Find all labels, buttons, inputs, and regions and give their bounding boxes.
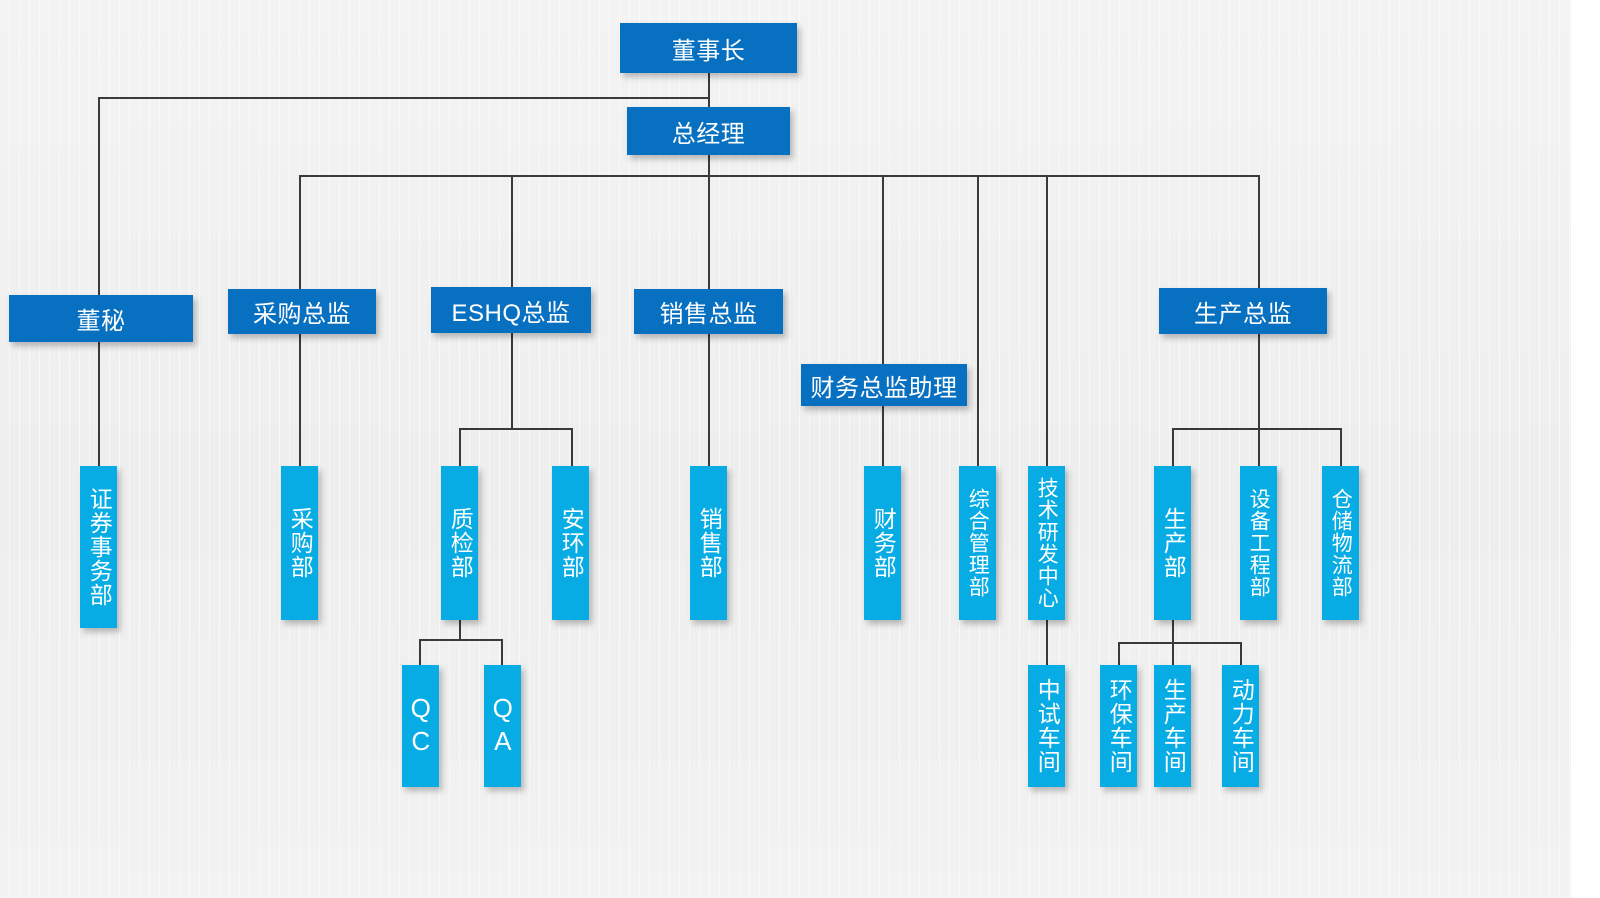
connector-qi-bus	[419, 639, 503, 641]
connector-drop-general-management	[977, 175, 979, 467]
node-quality-inspection-dept[interactable]: 质检部	[441, 466, 478, 620]
node-environmental-workshop[interactable]: 环保车间	[1100, 665, 1137, 787]
node-board-secretary[interactable]: 董秘	[9, 295, 193, 342]
connector-prod-to-power-workshop	[1240, 642, 1242, 666]
connector-drop-sales-director	[708, 175, 710, 289]
connector-secretary-drop	[98, 97, 100, 296]
connector-prod-dept-stem	[1172, 620, 1174, 643]
connector-drop-finance-assistant	[882, 175, 884, 365]
node-production-workshop[interactable]: 生产车间	[1154, 665, 1191, 787]
node-production-dept[interactable]: 生产部	[1154, 466, 1191, 620]
connector-prod-dept-bus	[1118, 642, 1240, 644]
node-pilot-workshop[interactable]: 中试车间	[1028, 665, 1065, 787]
connector-production-to-warehouse	[1340, 428, 1342, 467]
node-production-director[interactable]: 生产总监	[1159, 288, 1327, 334]
node-purchasing-director[interactable]: 采购总监	[228, 289, 376, 334]
node-qc[interactable]: QC	[402, 665, 439, 787]
connector-gm-bus	[299, 175, 1259, 177]
node-power-workshop[interactable]: 动力车间	[1222, 665, 1259, 787]
connector-gm-trunk	[708, 155, 710, 177]
connector-production-to-prod-dept	[1172, 428, 1174, 467]
connector-drop-rd-center	[1046, 175, 1048, 467]
connector-drop-production-director	[1258, 175, 1260, 289]
connector-rd-to-pilot	[1046, 620, 1048, 666]
node-general-management-dept[interactable]: 综合管理部	[959, 466, 996, 620]
connector-production-stem	[1258, 333, 1260, 429]
node-finance-dept[interactable]: 财务部	[864, 466, 901, 620]
connector-chairman-to-secretary-bar	[98, 97, 710, 99]
node-chairman[interactable]: 董事长	[620, 23, 797, 73]
node-sales-director[interactable]: 销售总监	[634, 289, 783, 334]
node-equipment-engineering-dept[interactable]: 设备工程部	[1240, 466, 1277, 620]
connector-chairman-trunk	[708, 72, 710, 112]
node-finance-director-assistant[interactable]: 财务总监助理	[801, 364, 967, 406]
connector-eshq-to-qi	[459, 428, 461, 467]
connector-drop-eshq-director	[511, 175, 513, 289]
node-securities-affairs-dept[interactable]: 证券事务部	[80, 466, 117, 628]
connector-production-bus	[1172, 428, 1340, 430]
node-eshq-director[interactable]: ESHQ总监	[431, 287, 591, 333]
connector-prod-to-prod-workshop	[1172, 642, 1174, 666]
connector-eshq-to-safety	[571, 428, 573, 467]
node-sales-dept[interactable]: 销售部	[690, 466, 727, 620]
node-rd-center[interactable]: 技术研发中心	[1028, 466, 1065, 620]
connector-secretary-to-securities	[98, 341, 100, 467]
connector-sales-director-to-dept	[708, 333, 710, 467]
connector-qi-to-qa	[501, 639, 503, 666]
node-warehouse-logistics-dept[interactable]: 仓储物流部	[1322, 466, 1359, 620]
connector-production-to-equipment	[1258, 428, 1260, 467]
node-qa[interactable]: QA	[484, 665, 521, 787]
node-purchasing-dept[interactable]: 采购部	[281, 466, 318, 620]
node-general-manager[interactable]: 总经理	[627, 107, 790, 155]
connector-drop-purchasing-director	[299, 175, 301, 289]
connector-qi-to-qc	[419, 639, 421, 666]
node-safety-environment-dept[interactable]: 安环部	[552, 466, 589, 620]
connector-finance-assistant-to-dept	[882, 405, 884, 467]
connector-prod-to-env-workshop	[1118, 642, 1120, 666]
connector-eshq-bus	[459, 428, 573, 430]
slide-right-margin	[1571, 0, 1600, 898]
connector-eshq-stem	[511, 333, 513, 429]
connector-qi-stem	[459, 620, 461, 640]
connector-purchasing-director-to-dept	[299, 333, 301, 467]
